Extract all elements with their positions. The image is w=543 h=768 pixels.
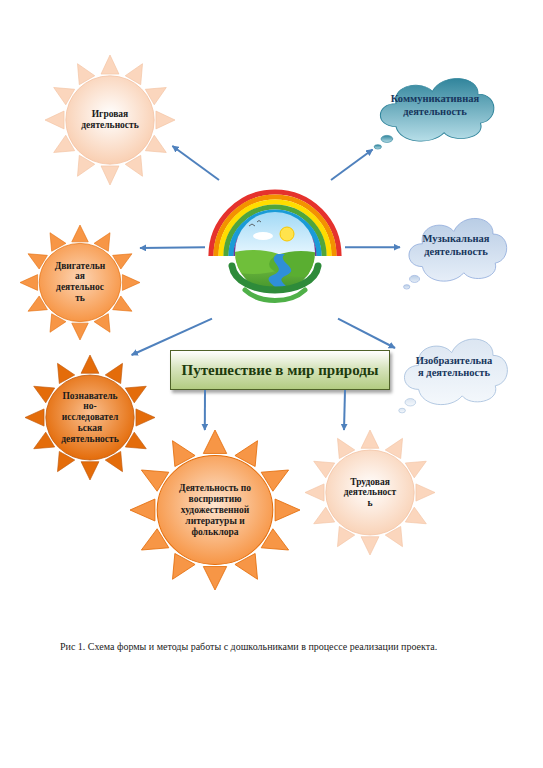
sun-node: Игровая деятельность [45,55,175,185]
sun-ray [45,111,64,129]
cloud-body [409,218,507,281]
sun-ray [416,484,435,501]
node-text: Трудовая деятельность [342,476,398,509]
node-label: Познавательно-исследовательская деятельн… [60,390,120,445]
arrow-connector [345,246,400,248]
node-label: Деятельность по восприятию художественно… [175,483,255,538]
cloud-bubble [404,285,410,289]
sun-ray [122,275,140,291]
hands-ring [232,266,318,290]
cloud-bubble [381,135,393,142]
cloud-bubble [405,399,416,406]
cloud-body [380,78,493,141]
cloud-body [404,339,507,405]
sun-ray [130,499,155,521]
cloud-bubble [399,408,406,413]
sun-ray [203,430,226,453]
cloud-node: Музыкальная деятельность [400,205,512,293]
node-text: Изобразительная деятельность [414,355,494,379]
node-label: Музыкальная деятельность [417,233,495,257]
figure-caption: Рис 1. Схема формы и методы работы с дош… [60,641,530,652]
cloud-icon [253,232,273,240]
node-text: Познавательно-исследовательская деятельн… [60,390,120,445]
band-text: Путешествие в мир природы [181,362,378,379]
node-label: Коммуникативная деятельность [389,93,481,117]
sun-ray [72,323,88,340]
arrow-connector [344,390,345,430]
node-label: Двигательная деятельность [54,261,106,305]
sun-node: Деятельность по восприятию художественно… [130,430,300,590]
node-label: Игровая деятельность [79,109,141,131]
sun-ray [20,275,38,291]
sun-disc [39,243,121,321]
sun-node: Познавательно-исследовательская деятельн… [25,355,155,480]
sun-ray [25,409,44,426]
node-text: Коммуникативная деятельность [389,93,481,117]
sun-ray [305,484,324,501]
sun-ray [72,225,88,242]
arrow-connector [132,319,212,355]
sun-ray [361,537,379,555]
sun-ray [156,111,175,129]
cloud-bubble [410,275,420,282]
cloud-node: Изобразительная деятельность [395,325,513,417]
arrow-connector [331,149,373,180]
arrow-connector [172,146,219,180]
node-text: Двигательная деятельность [54,261,106,305]
sun-ray [101,166,119,185]
sun-node: Трудовая деятельность [305,430,435,555]
cloud-node: Коммуникативная деятельность [370,65,500,153]
sun-node: Двигательная деятельность [20,225,140,340]
sun-ray [203,567,226,590]
node-text: Музыкальная деятельность [417,233,495,257]
hub-node: Путешествие в мир природы [205,180,345,390]
cloud-bubble [374,145,381,149]
node-label: Изобразительная деятельность [414,355,494,379]
sun-ray [81,462,99,480]
arrow-connector [204,390,206,430]
arrow-connector [140,246,205,249]
title-band: Путешествие в мир природы [170,350,390,390]
sun-disc [326,450,414,535]
hands-ring [245,290,305,301]
sun-icon [280,227,294,241]
sun-ray [136,409,155,426]
birds [249,221,261,227]
sun-disc [66,76,154,164]
node-text: Деятельность по восприятию художественно… [175,483,255,538]
sun-ray [101,55,119,74]
node-label: Трудовая деятельность [342,476,398,509]
sun-ray [361,430,379,448]
arrow-connector [338,319,395,348]
sun-ray [81,355,99,373]
sun-disc [157,456,273,565]
node-text: Игровая деятельность [79,109,141,131]
sun-ray [275,499,300,521]
sun-disc [46,375,134,460]
